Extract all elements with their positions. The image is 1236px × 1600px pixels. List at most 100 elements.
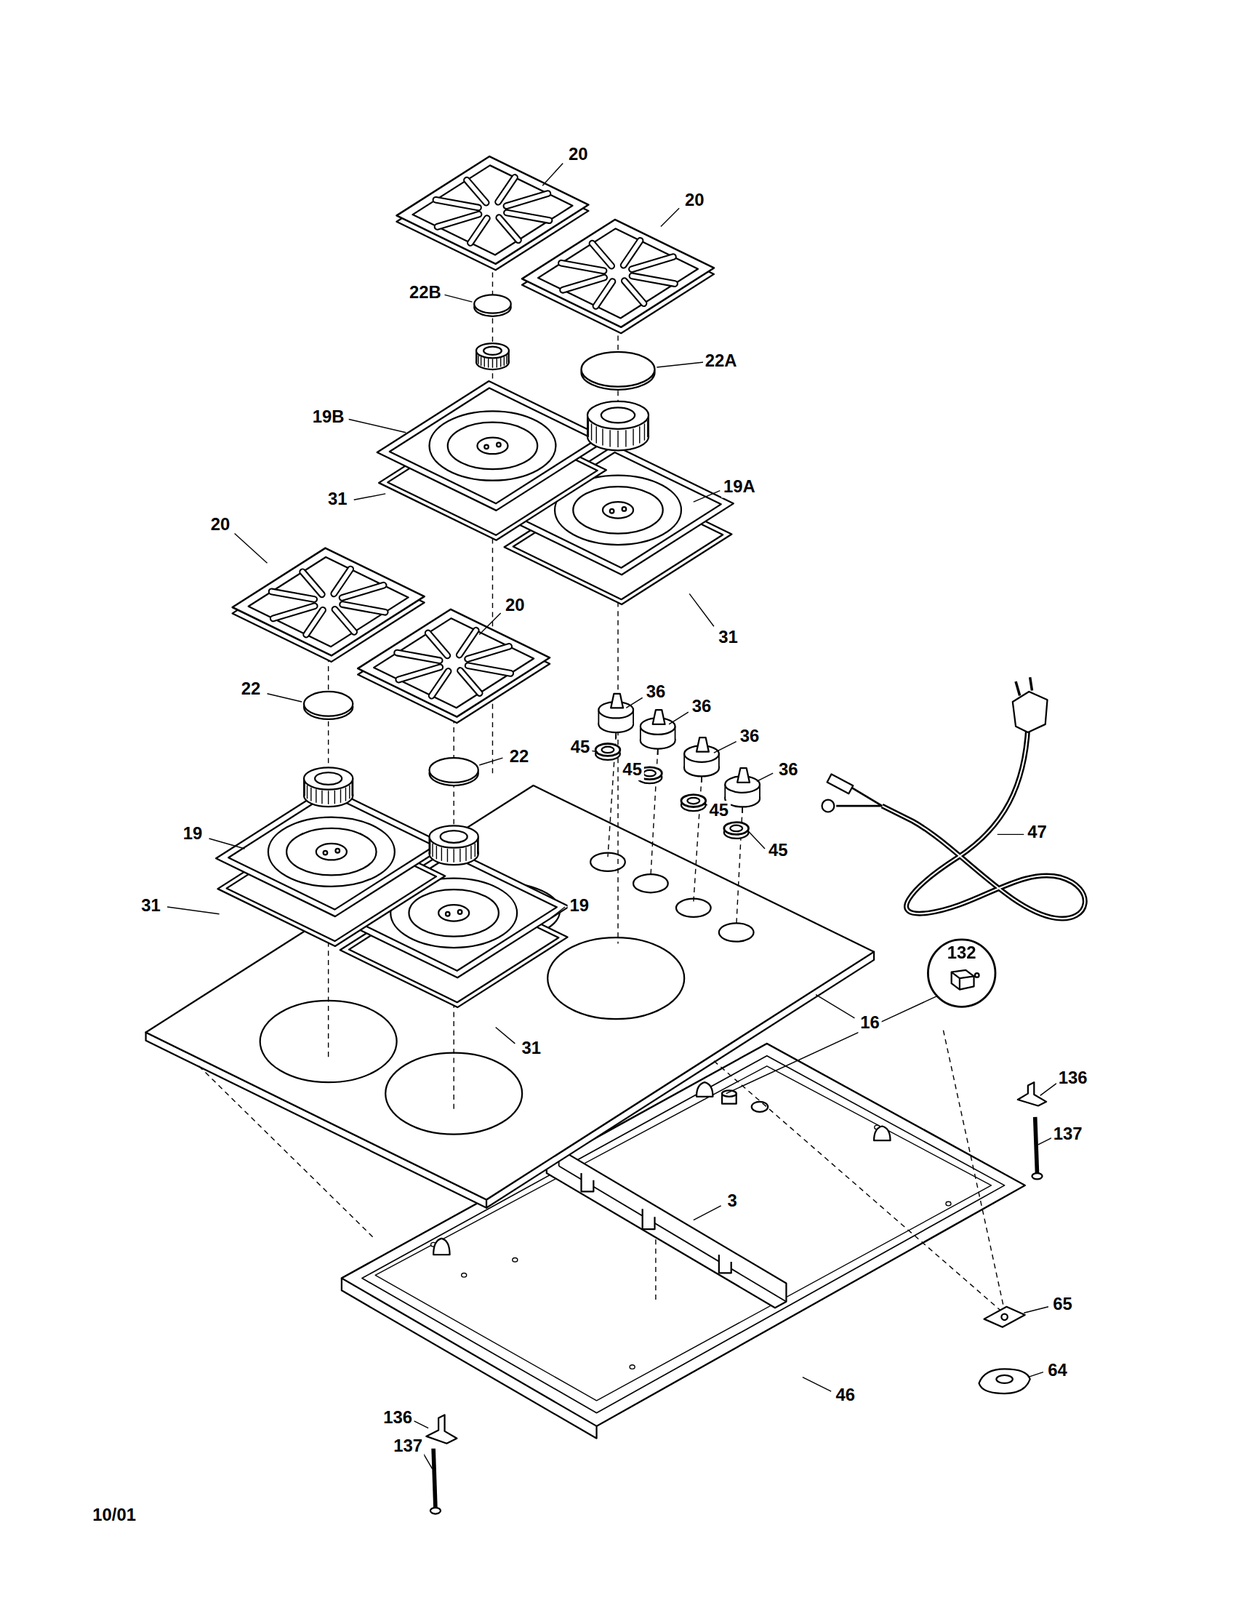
grate-spoke-fill [595, 281, 613, 307]
grate-spoke [398, 666, 440, 680]
grate-spoke [271, 591, 315, 600]
switch-body [951, 969, 975, 990]
burner-port [348, 785, 350, 800]
burner-port [334, 790, 336, 805]
callout-number: 16 [857, 1012, 882, 1034]
callout-number: 20 [566, 144, 590, 166]
burner-port [321, 790, 323, 805]
plug-body [1012, 691, 1048, 733]
burner-port [487, 358, 489, 368]
leader-line [209, 838, 246, 849]
callout-number: 136 [1056, 1068, 1090, 1089]
spade-terminal [827, 773, 854, 794]
burner-port [484, 357, 485, 367]
burner-head-inner [483, 346, 502, 355]
grate-inner [373, 618, 534, 708]
grate-spoke-fill [470, 218, 488, 243]
callout-number: 20 [682, 190, 706, 211]
pan-center [602, 501, 634, 518]
frame-hole [461, 1272, 467, 1277]
callout-number: 31 [325, 489, 349, 510]
callout-number: 20 [208, 514, 232, 536]
grate-spoke [437, 214, 480, 227]
callout-number: 22 [507, 746, 531, 768]
callout-number: 45 [568, 737, 592, 758]
callout-number: 19A [721, 476, 757, 498]
grate-inner [538, 228, 698, 318]
grate-spoke-fill [396, 652, 440, 661]
grate-spoke [631, 256, 674, 270]
grate-inner [248, 556, 409, 647]
grate-spoke-fill [506, 212, 550, 221]
callout-number: 22 [239, 679, 263, 700]
grate-spoke [624, 280, 645, 304]
grate-spoke [592, 243, 613, 267]
burner-head-top [587, 401, 649, 429]
leader-line [542, 162, 563, 186]
grate-spoke-fill [623, 240, 641, 266]
grate-spoke-fill [466, 180, 487, 203]
burner-port [459, 848, 461, 863]
grate-spoke-fill [437, 214, 480, 227]
frame-hole [512, 1257, 518, 1262]
knob-grip [696, 737, 709, 752]
grate-spoke [435, 199, 479, 208]
leader-line [802, 1377, 832, 1392]
pan-hole [335, 848, 340, 853]
grate-spoke [273, 605, 315, 618]
leader-line [668, 711, 689, 725]
grate-spoke [428, 632, 448, 656]
grate-spoke [468, 665, 512, 674]
callout-number: 136 [380, 1407, 414, 1428]
drip-pan-inner [389, 388, 596, 504]
burner-port [310, 787, 312, 802]
grate-spoke-fill [302, 571, 323, 595]
burner-port [591, 423, 592, 440]
burner-cap [474, 294, 511, 313]
pan-center [438, 904, 469, 921]
leader-line [656, 362, 704, 368]
knob-hole [719, 922, 754, 941]
grate-spoke [459, 630, 477, 656]
burner-port [436, 845, 437, 860]
pan-ring [408, 889, 499, 937]
burner-port [303, 782, 305, 797]
detail-circle: 132 [927, 937, 997, 1007]
leader-line [997, 833, 1024, 835]
pan-hole [445, 911, 451, 917]
knob-shaft [700, 775, 703, 782]
pan-hole [622, 506, 627, 512]
leader-line [726, 994, 941, 1094]
switch-pin [974, 972, 980, 978]
burner-port [625, 429, 626, 447]
callout-number: 31 [716, 627, 740, 648]
leader-line [495, 1026, 516, 1043]
grate-spoke-fill [460, 670, 480, 693]
burner-port [315, 788, 317, 803]
burner-port [441, 847, 443, 861]
frame-tab [873, 1126, 890, 1141]
pan-hole [323, 850, 328, 856]
grate-spoke [333, 569, 351, 595]
grate-spoke [302, 571, 323, 595]
plate-65 [984, 1306, 1026, 1327]
burner-port [477, 354, 479, 364]
burner-port [474, 843, 476, 858]
pan-hole [484, 444, 489, 450]
leader-line [689, 593, 714, 626]
grate-spoke-fill [631, 256, 674, 270]
burner-port [602, 428, 603, 445]
callout-number: 47 [1025, 822, 1049, 843]
leader-line [479, 757, 503, 765]
plate-64 [979, 1368, 1031, 1394]
grate-spoke-fill [468, 665, 512, 674]
mounting-bracket [426, 1414, 457, 1443]
burner-port [306, 785, 308, 800]
pan-ring [429, 410, 557, 480]
drip-pan-inner [228, 793, 435, 910]
burner-port [480, 356, 482, 365]
frame-hole [945, 1201, 951, 1206]
grate-spoke [306, 610, 323, 635]
power-cord [881, 726, 1085, 919]
grate-spoke [562, 277, 605, 291]
